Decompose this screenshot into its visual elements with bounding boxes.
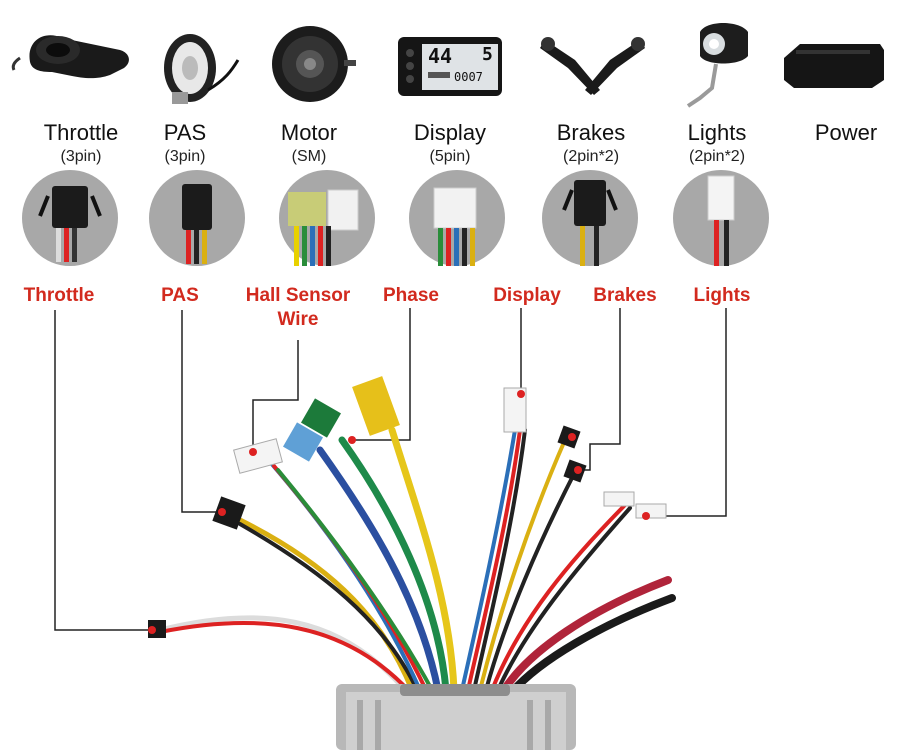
component-title-pas: PAS	[163, 120, 207, 145]
lcd-display-icon	[398, 37, 502, 96]
component-pins-brakes: (2pin*2)	[562, 148, 620, 165]
wire-label-pas: PAS	[161, 285, 199, 306]
lcd-speed-readout: 44	[428, 44, 453, 68]
pas-connector	[212, 496, 246, 530]
wire-label-display: Display	[493, 285, 561, 306]
component-pins-lights: (2pin*2)	[688, 148, 746, 165]
component-title-throttle: Throttle	[43, 120, 119, 145]
lights-connector-1	[603, 491, 635, 507]
harness-connectors	[148, 376, 667, 638]
component-title-motor: Motor	[280, 120, 338, 145]
wire-label-hall-line1: Hall Sensor	[245, 285, 351, 306]
component-title-power: Power	[814, 120, 878, 145]
wire-harness	[157, 426, 676, 696]
component-pins-motor: (SM)	[291, 148, 327, 165]
display-connector	[503, 387, 527, 433]
connector-photo-brakes	[542, 170, 638, 266]
connector-photo-hall	[279, 170, 375, 266]
component-title-display: Display	[413, 120, 487, 145]
battery-icon	[784, 44, 884, 88]
connector-photo-pas	[149, 170, 245, 266]
connector-photo-display	[409, 170, 505, 266]
hub-motor-icon	[272, 26, 356, 102]
lcd-odometer-readout: 0007	[454, 70, 483, 84]
phase-yellow-connector	[352, 376, 400, 436]
component-pins-throttle: (3pin)	[60, 148, 102, 165]
wire-label-brakes: Brakes	[593, 285, 657, 306]
headlight-icon	[686, 23, 748, 108]
lights-connector-2	[635, 503, 667, 519]
phase-green-connector	[301, 398, 341, 438]
brake-levers-icon	[540, 37, 645, 95]
wire-label-hall-line2: Wire	[277, 309, 319, 330]
leader-lines	[54, 308, 727, 631]
wire-label-throttle: Throttle	[23, 285, 95, 306]
component-title-lights: Lights	[687, 120, 747, 145]
phase-blue-connector	[283, 422, 323, 462]
throttle-icon	[11, 35, 129, 79]
pas-sensor-icon	[164, 34, 240, 104]
hall-connector	[233, 438, 283, 474]
wire-label-lights: Lights	[693, 285, 751, 306]
wire-label-phase: Phase	[383, 285, 439, 306]
component-pins-display: (5pin)	[429, 148, 471, 165]
connector-photo-throttle	[22, 170, 118, 266]
component-title-brakes: Brakes	[556, 120, 626, 145]
lcd-level-readout: 5	[482, 44, 493, 65]
component-pins-pas: (3pin)	[164, 148, 206, 165]
controller-box	[336, 684, 576, 750]
connector-photo-lights	[673, 170, 769, 266]
